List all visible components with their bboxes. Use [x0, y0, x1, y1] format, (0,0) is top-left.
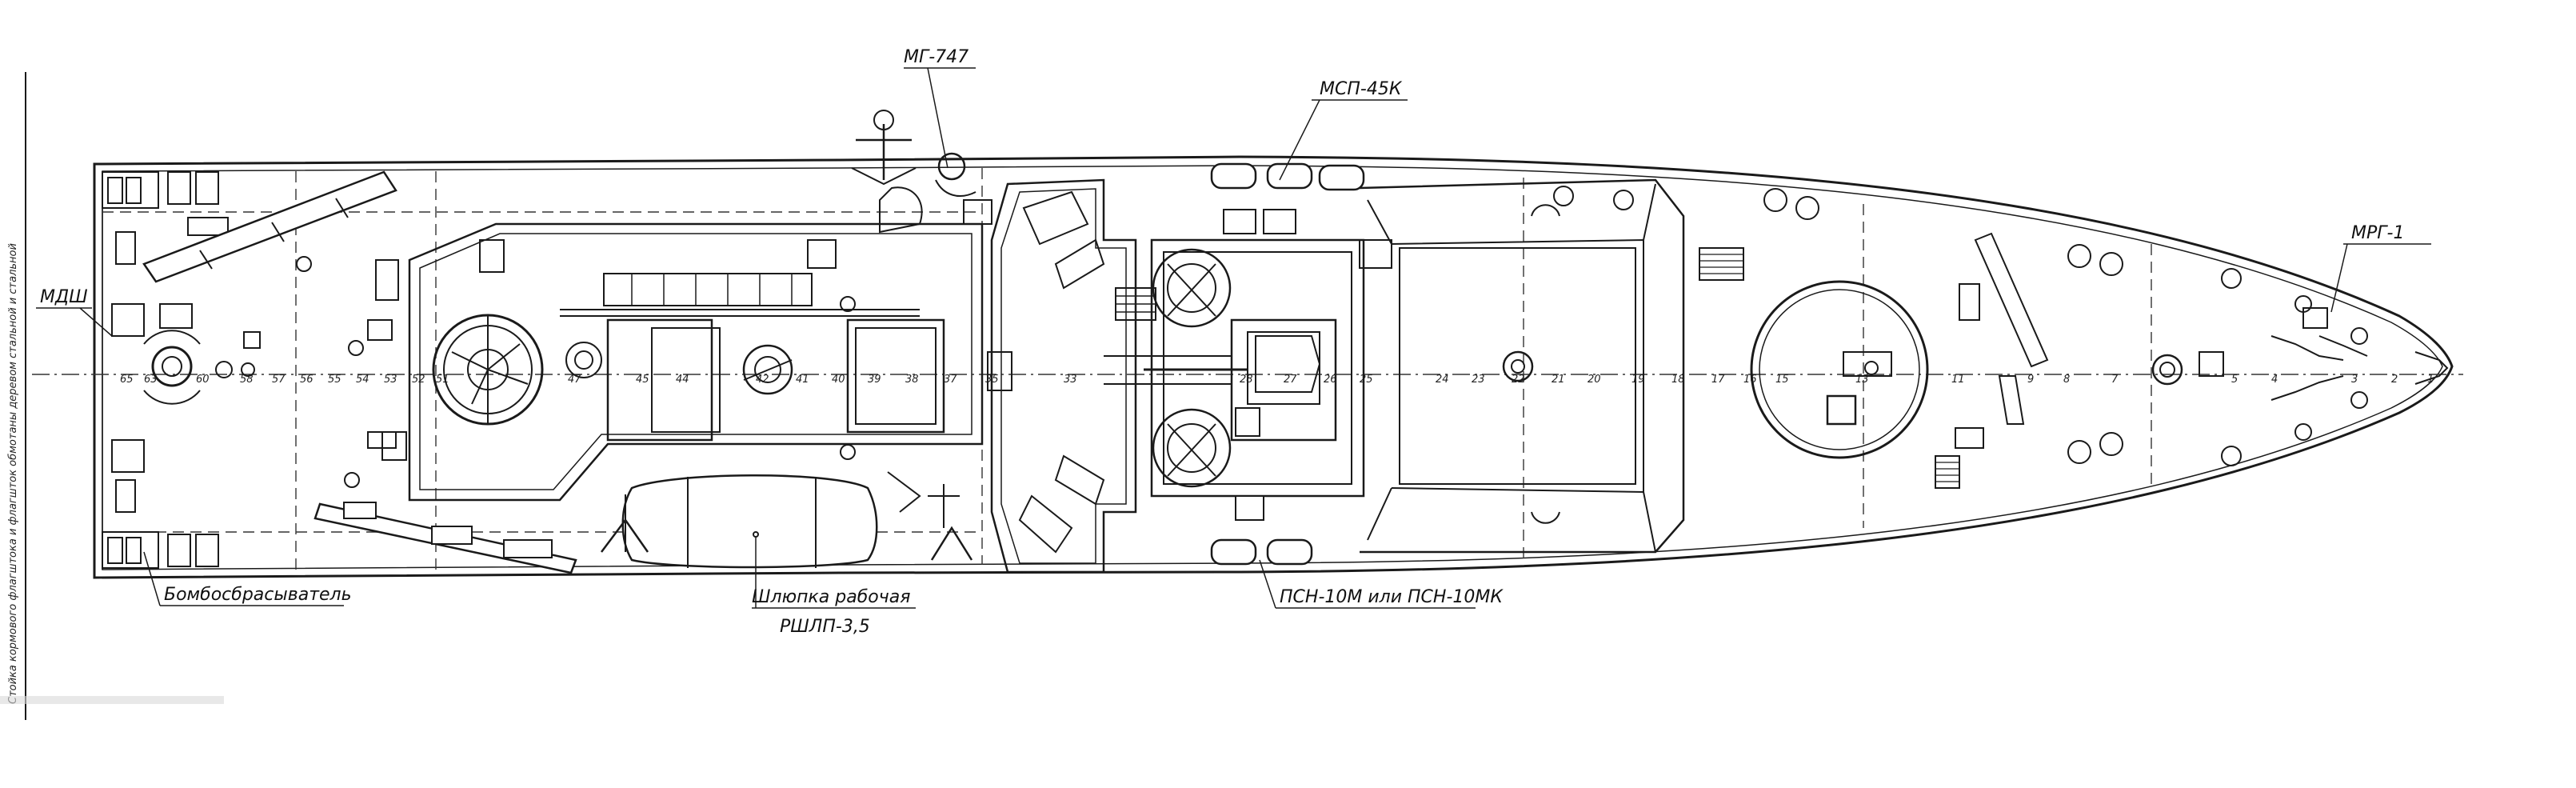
- label-mdsh: МДШ: [36, 287, 113, 337]
- rbu-tube-port: [142, 170, 397, 283]
- anchor-windlass: [2302, 307, 2449, 385]
- frame-number: 37: [944, 374, 957, 386]
- frame-number: 2: [2391, 374, 2398, 386]
- svg-text:Шлюпка рабочая: Шлюпка рабочая: [752, 587, 910, 607]
- svg-text:РШЛП-3,5: РШЛП-3,5: [780, 617, 870, 637]
- stern-depth-charge-racks: [102, 171, 229, 569]
- life-raft-containers-starboard: [1210, 495, 1313, 566]
- forward-gun-mount: [1750, 280, 1929, 459]
- frame-number: 51: [436, 374, 449, 386]
- frame-number: 4: [2271, 374, 2278, 386]
- frame-number: 55: [328, 374, 341, 386]
- svg-text:МДШ: МДШ: [40, 287, 88, 307]
- frame-number: 41: [796, 374, 809, 386]
- deck-fittings: [243, 256, 856, 488]
- frame-number: 60: [196, 374, 210, 386]
- frame-number: 24: [1436, 374, 1449, 386]
- frame-number: 7: [2111, 374, 2119, 386]
- frame-number: 21: [1552, 374, 1565, 386]
- vent-grilles: [1699, 247, 1960, 489]
- frame-number: 27: [1284, 374, 1297, 386]
- frame-numbers: 65 63 60 58 57 56 55 54 53 52 51 47 45 4…: [120, 374, 2434, 386]
- frame-number: 39: [868, 374, 881, 386]
- svg-text:МРГ-1: МРГ-1: [2351, 223, 2404, 243]
- boat-davit-aft: [601, 494, 649, 553]
- frame-number: 53: [384, 374, 397, 386]
- midship-mast: [851, 110, 992, 234]
- label-work-boat: Шлюпка рабочая РШЛП-3,5: [752, 536, 916, 637]
- frame-number: 9: [2027, 374, 2034, 386]
- frame-number: 42: [756, 374, 769, 386]
- frame-number: 3: [2351, 374, 2358, 386]
- bollards: [1553, 186, 2368, 466]
- frame-number: 18: [1671, 374, 1685, 386]
- frame-number: 20: [1588, 374, 1601, 386]
- aft-gun-mount: [432, 314, 544, 426]
- frame-number: 8: [2063, 374, 2070, 386]
- svg-text:МГ-747: МГ-747: [904, 47, 968, 67]
- frame-number: 33: [1064, 374, 1077, 386]
- frame-number: 15: [1775, 374, 1789, 386]
- margin-smudge: [0, 696, 224, 704]
- svg-text:ПСН-10М или ПСН-10МК: ПСН-10М или ПСН-10МК: [1280, 587, 1504, 607]
- label-mrg1: МРГ-1: [2330, 223, 2431, 313]
- frame-number: 26: [1324, 374, 1337, 386]
- label-mg747: МГ-747: [904, 47, 976, 169]
- frame-number: 58: [240, 374, 254, 386]
- frame-number: 57: [272, 374, 286, 386]
- rbu-tube-starboard: [314, 502, 577, 574]
- frame-number: 52: [412, 374, 425, 386]
- frame-number: 56: [300, 374, 314, 386]
- boat-davit-fwd: [887, 471, 973, 561]
- work-boat: [621, 474, 878, 569]
- frame-number: 17: [1711, 374, 1725, 386]
- fore-superstructure: [1359, 178, 1685, 554]
- frame-number: 63: [144, 374, 158, 386]
- stern-mortar-launcher: [143, 330, 255, 405]
- life-raft-containers-port: [1210, 162, 1365, 234]
- margin-note: Стойка кормового флагштока и флагшток об…: [7, 243, 19, 704]
- twin-gun-turret: [1104, 238, 1365, 498]
- label-life-raft: ПСН-10М или ПСН-10МК: [1259, 559, 1504, 609]
- frame-number: 23: [1472, 374, 1485, 386]
- frame-number: 11: [1951, 374, 1965, 386]
- frame-number: 38: [905, 374, 919, 386]
- label-msp45k: МСП-45К: [1279, 79, 1408, 181]
- frame-number: 16: [1743, 374, 1757, 386]
- frame-number: 25: [1360, 374, 1373, 386]
- frame-number: 65: [120, 374, 134, 386]
- frame-number: 45: [636, 374, 649, 386]
- frame-number: 44: [676, 374, 689, 386]
- svg-text:МСП-45К: МСП-45К: [1320, 79, 1403, 99]
- frame-number: 54: [356, 374, 369, 386]
- hull-outline: [93, 155, 2454, 579]
- frame-number: 28: [1240, 374, 1253, 386]
- bridge-superstructure: [990, 178, 1156, 574]
- frame-number: 40: [832, 374, 845, 386]
- frame-number: 22: [1512, 374, 1525, 386]
- label-bombometer: Бомбосбрасыватель: [143, 551, 352, 606]
- forward-deck-equipment: [1955, 232, 2344, 449]
- svg-text:Бомбосбрасыватель: Бомбосбрасыватель: [164, 585, 352, 605]
- frame-number: 5: [2231, 374, 2238, 386]
- aft-superstructure: [381, 222, 1012, 502]
